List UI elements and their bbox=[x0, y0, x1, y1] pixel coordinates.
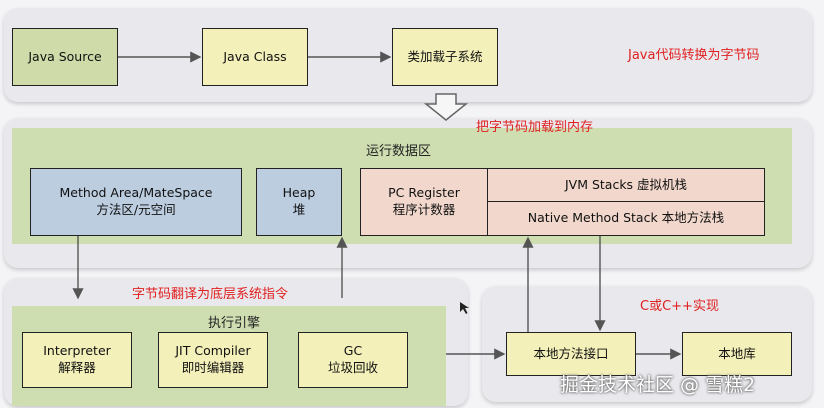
mouse-cursor-icon bbox=[460, 302, 469, 314]
load-down-arrow bbox=[423, 93, 469, 121]
jit-compiler-box: JIT Compiler 即时编辑器 bbox=[158, 332, 268, 388]
interpreter-box: Interpreter 解释器 bbox=[22, 332, 132, 388]
interpreter-zh: 解释器 bbox=[58, 360, 96, 375]
native-interface-label: 本地方法接口 bbox=[533, 345, 609, 361]
native-interface-box: 本地方法接口 bbox=[506, 332, 636, 376]
runtime-area-title: 运行数据区 bbox=[366, 144, 432, 159]
method-area-zh: 方法区/元空间 bbox=[96, 202, 176, 217]
native-implementation-note: C或C++实现 bbox=[640, 299, 719, 314]
class-loader-label: 类加载子系统 bbox=[407, 48, 483, 64]
class-loader-box: 类加载子系统 bbox=[392, 28, 498, 86]
gc-zh: 垃圾回收 bbox=[327, 360, 378, 375]
translate-instructions-note: 字节码翻译为底层系统指令 bbox=[132, 287, 289, 302]
gc-box: GC 垃圾回收 bbox=[298, 332, 408, 388]
heap-en: Heap bbox=[282, 185, 316, 201]
execution-engine-title: 执行引擎 bbox=[208, 316, 261, 331]
bytecode-conversion-note: Java代码转换为字节码 bbox=[628, 48, 760, 63]
java-class-label: Java Class bbox=[223, 48, 287, 64]
method-area-box: Method Area/MateSpace 方法区/元空间 bbox=[30, 168, 242, 236]
method-area-en: Method Area/MateSpace bbox=[59, 185, 213, 201]
jit-compiler-en: JIT Compiler bbox=[175, 343, 251, 359]
gc-en: GC bbox=[343, 343, 363, 359]
java-class-box: Java Class bbox=[202, 28, 308, 86]
java-source-label: Java Source bbox=[28, 48, 102, 64]
heap-box: Heap 堆 bbox=[256, 168, 342, 236]
jvm-stacks-box: JVM Stacks 虚拟机栈 bbox=[487, 168, 765, 202]
watermark: 掘金技术社区 @ 雪糕2 bbox=[560, 374, 756, 396]
native-method-stack-box: Native Method Stack 本地方法栈 bbox=[487, 201, 765, 236]
native-library-label: 本地库 bbox=[718, 345, 756, 361]
jit-compiler-zh: 即时编辑器 bbox=[181, 360, 245, 375]
pc-register-en: PC Register bbox=[388, 185, 460, 201]
java-source-box: Java Source bbox=[12, 28, 118, 86]
pc-register-zh: 程序计数器 bbox=[392, 202, 456, 217]
pc-register-box: PC Register 程序计数器 bbox=[360, 168, 488, 236]
native-library-box: 本地库 bbox=[682, 332, 792, 376]
load-to-memory-note: 把字节码加载到内存 bbox=[476, 120, 594, 135]
heap-zh: 堆 bbox=[292, 202, 306, 217]
jvm-stacks-label: JVM Stacks 虚拟机栈 bbox=[564, 176, 688, 192]
interpreter-en: Interpreter bbox=[43, 343, 111, 359]
native-method-stack-label: Native Method Stack 本地方法栈 bbox=[527, 210, 725, 226]
